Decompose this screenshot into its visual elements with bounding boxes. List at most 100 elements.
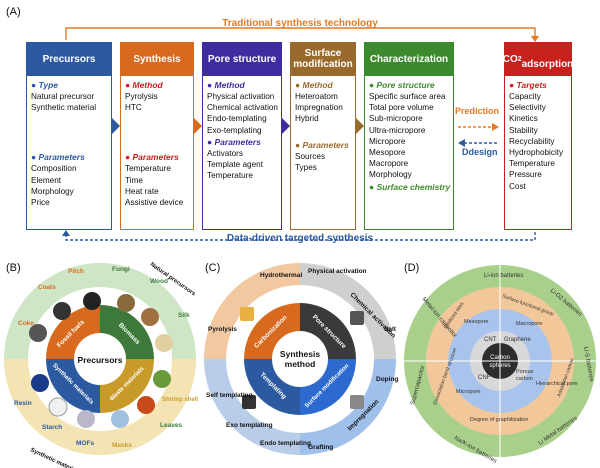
- item: Morphology: [369, 170, 412, 180]
- synthesis-column: Synthesis ● Method Pyrolysis HTC ● Param…: [120, 42, 194, 230]
- shrimp-shell-label: Shrimp shell: [162, 397, 198, 403]
- item: Template agent: [207, 160, 263, 170]
- porous-label: Porous: [516, 369, 534, 375]
- surface-modification-column: Surface modification ● Method Heteroatom…: [290, 42, 356, 230]
- cnt-label: CNT: [484, 337, 497, 343]
- item: Temperature: [125, 164, 171, 174]
- self-templating-label: Self templating: [206, 392, 253, 399]
- li-ion-batteries-label: Li-ion batteries: [484, 273, 523, 279]
- item: Micropore: [369, 136, 406, 146]
- panel-d-label: (D): [404, 262, 420, 274]
- method-heading: Method: [214, 80, 245, 90]
- leaves-label: Leaves: [160, 422, 182, 429]
- item: Chemical activation: [207, 103, 278, 113]
- item: Pressure: [509, 170, 542, 180]
- panel-a-label: (A): [6, 6, 21, 18]
- precursors-wheel: Precursors Fossil fuels Biomass Waste ma…: [4, 262, 198, 468]
- method-heading: Method: [302, 80, 333, 90]
- item: Hydrophobicity: [509, 148, 564, 158]
- pore-structure-header: Pore structure: [202, 42, 282, 76]
- pyrolysis-label: Pyrolysis: [208, 326, 237, 333]
- flow-arrow: [282, 118, 290, 134]
- item: Sub-micropore: [369, 114, 423, 124]
- synthesis-header: Synthesis: [120, 42, 194, 76]
- mesopore-label: Mesopore: [464, 319, 488, 325]
- item: Ultra-micropore: [369, 125, 426, 135]
- item: Exo-templating: [207, 125, 262, 135]
- synthesis-center-label-2: method: [285, 359, 316, 369]
- item: Activators: [207, 148, 243, 158]
- flow-arrow: [112, 118, 120, 134]
- mofs-label: MOFs: [76, 440, 94, 447]
- precursors-header: Precursors: [26, 42, 112, 76]
- item: Capacity: [509, 92, 541, 101]
- item: Temperature: [207, 171, 253, 181]
- endo-templating-label: Endo templating: [260, 440, 311, 447]
- panel-c-label: (C): [205, 262, 221, 274]
- targets-heading: Targets: [516, 80, 547, 90]
- characterization-header: Characterization: [364, 42, 454, 76]
- carbon-spheres-label-2: spheres: [489, 363, 510, 369]
- item: Synthetic material: [31, 103, 97, 113]
- item: Morphology: [31, 186, 74, 196]
- item: Temperature: [509, 159, 555, 169]
- item: Specific surface area: [369, 92, 446, 101]
- top-bracket-arrow: [62, 27, 539, 241]
- item: Time: [125, 175, 143, 185]
- coals-label: Coals: [38, 284, 56, 291]
- prediction-label: Prediction: [455, 106, 500, 116]
- masks-label: Masks: [112, 442, 132, 449]
- precursors-column: Precursors ● Type Natural precursor Synt…: [26, 42, 112, 230]
- type-heading: Type: [38, 80, 59, 90]
- graphene-label: Graphene: [504, 337, 531, 343]
- item: Pyrolysis: [125, 92, 158, 101]
- flow-arrow: [194, 118, 202, 134]
- parameters-heading: Parameters: [302, 139, 349, 150]
- degree-of-graphitization-label: Degree of graphitization: [470, 417, 528, 423]
- physical-activation-label: Physical activation: [308, 268, 367, 275]
- flow-arrow: [356, 118, 364, 134]
- item: Endo-templating: [207, 114, 267, 124]
- item: Heteroatom: [295, 92, 338, 101]
- item: Physical activation: [207, 92, 275, 101]
- parameters-heading: Parameters: [214, 136, 261, 147]
- hierarchical-pore-label: Hierarchical pore: [536, 381, 578, 387]
- synthesis-center-label: Synthesis: [280, 349, 320, 359]
- item: Cost: [509, 181, 526, 191]
- salt-label: Salt: [384, 326, 397, 333]
- item: Selectivity: [509, 103, 546, 113]
- parameters-heading: Parameters: [132, 152, 179, 163]
- item: Impregnation: [295, 103, 343, 113]
- item: Macropore: [369, 159, 409, 169]
- silk-label: Silk: [178, 312, 190, 319]
- precursors-center-label: Precursors: [78, 355, 123, 365]
- applications-wheel: Carbon spheres CNT Graphene Porous carbo…: [404, 265, 596, 465]
- item: HTC: [125, 103, 142, 113]
- wood-label: Wood: [150, 278, 168, 285]
- doping-label: Doping: [376, 376, 398, 383]
- resin-label: Resin: [14, 400, 32, 407]
- item: Price: [31, 198, 50, 208]
- item: Assistive device: [125, 198, 184, 208]
- pitch-label: Pitch: [68, 268, 84, 275]
- pore-structure-heading: Pore structure: [376, 80, 435, 90]
- characterization-column: Characterization ● Pore structure Specif…: [364, 42, 454, 230]
- carbon-label: carbon: [516, 376, 533, 382]
- surface-modification-header: Surface modification: [290, 42, 356, 76]
- item: Heat rate: [125, 186, 159, 196]
- item: Composition: [31, 164, 77, 174]
- hydrothermal-label: Hydrothermal: [260, 272, 302, 279]
- parameters-heading: Parameters: [38, 152, 85, 163]
- design-label: Ddesign: [462, 147, 498, 157]
- grafting-label: Grafting: [308, 444, 333, 451]
- item: Kinetics: [509, 114, 538, 124]
- pore-structure-column: Pore structure ● Method Physical activat…: [202, 42, 282, 230]
- starch-label: Starch: [42, 424, 62, 431]
- panel-b-label: (B): [6, 262, 21, 274]
- carbon-spheres-label: Carbon: [490, 355, 510, 361]
- exo-templating-label: Exo templating: [226, 422, 273, 429]
- item: Element: [31, 175, 62, 185]
- item: Recyclability: [509, 136, 555, 146]
- traditional-synthesis-title: Traditional synthesis technology: [222, 18, 378, 29]
